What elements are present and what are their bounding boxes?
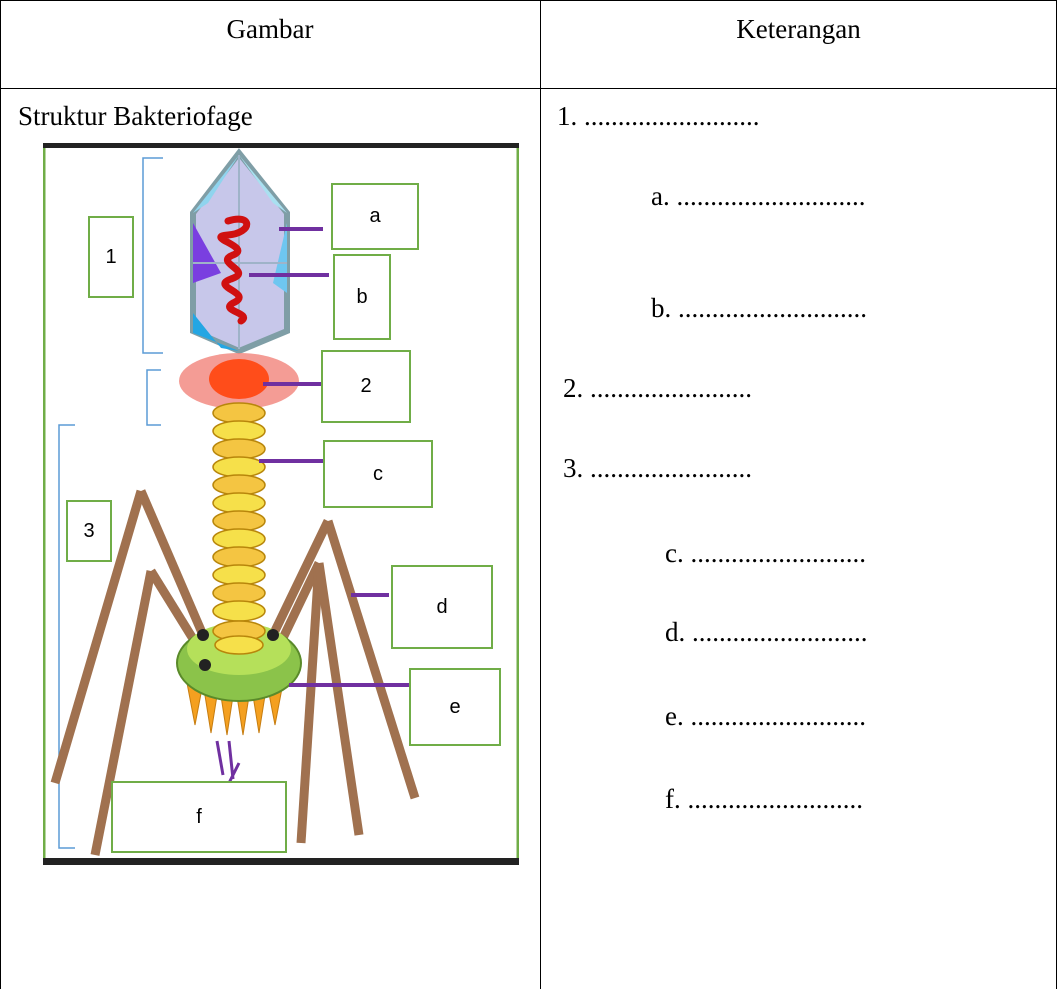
label-box-d: d xyxy=(391,565,493,649)
header-keterangan: Keterangan xyxy=(541,14,1056,45)
bacteriophage-figure: 1 a b 2 c 3 d e f xyxy=(43,143,519,865)
answer-c: c. .......................... xyxy=(665,538,866,569)
answer-1: 1. .......................... xyxy=(557,101,760,132)
answer-f: f. .......................... xyxy=(665,784,863,815)
figure-bottom-edge xyxy=(43,858,519,865)
answer-b: b. ............................ xyxy=(651,293,867,324)
answer-a: a. ............................ xyxy=(651,181,865,212)
figure-top-edge xyxy=(43,143,519,148)
label-box-3: 3 xyxy=(66,500,112,562)
table-header-border xyxy=(0,88,1057,89)
table-left-border xyxy=(0,0,1,989)
label-box-b: b xyxy=(333,254,391,340)
answer-2: 2. ........................ xyxy=(563,373,752,404)
label-box-1: 1 xyxy=(88,216,134,298)
collar-core xyxy=(209,359,269,399)
table-top-border xyxy=(0,0,1057,1)
label-box-a: a xyxy=(331,183,419,250)
header-gambar: Gambar xyxy=(0,14,540,45)
label-box-f: f xyxy=(111,781,287,853)
answer-3: 3. ........................ xyxy=(563,453,752,484)
label-box-e: e xyxy=(409,668,501,746)
figure-caption: Struktur Bakteriofage xyxy=(18,101,253,132)
answer-e: e. .......................... xyxy=(665,701,866,732)
label-box-2: 2 xyxy=(321,350,411,423)
answer-d: d. .......................... xyxy=(665,617,868,648)
table-column-divider xyxy=(540,0,541,989)
label-box-c: c xyxy=(323,440,433,508)
